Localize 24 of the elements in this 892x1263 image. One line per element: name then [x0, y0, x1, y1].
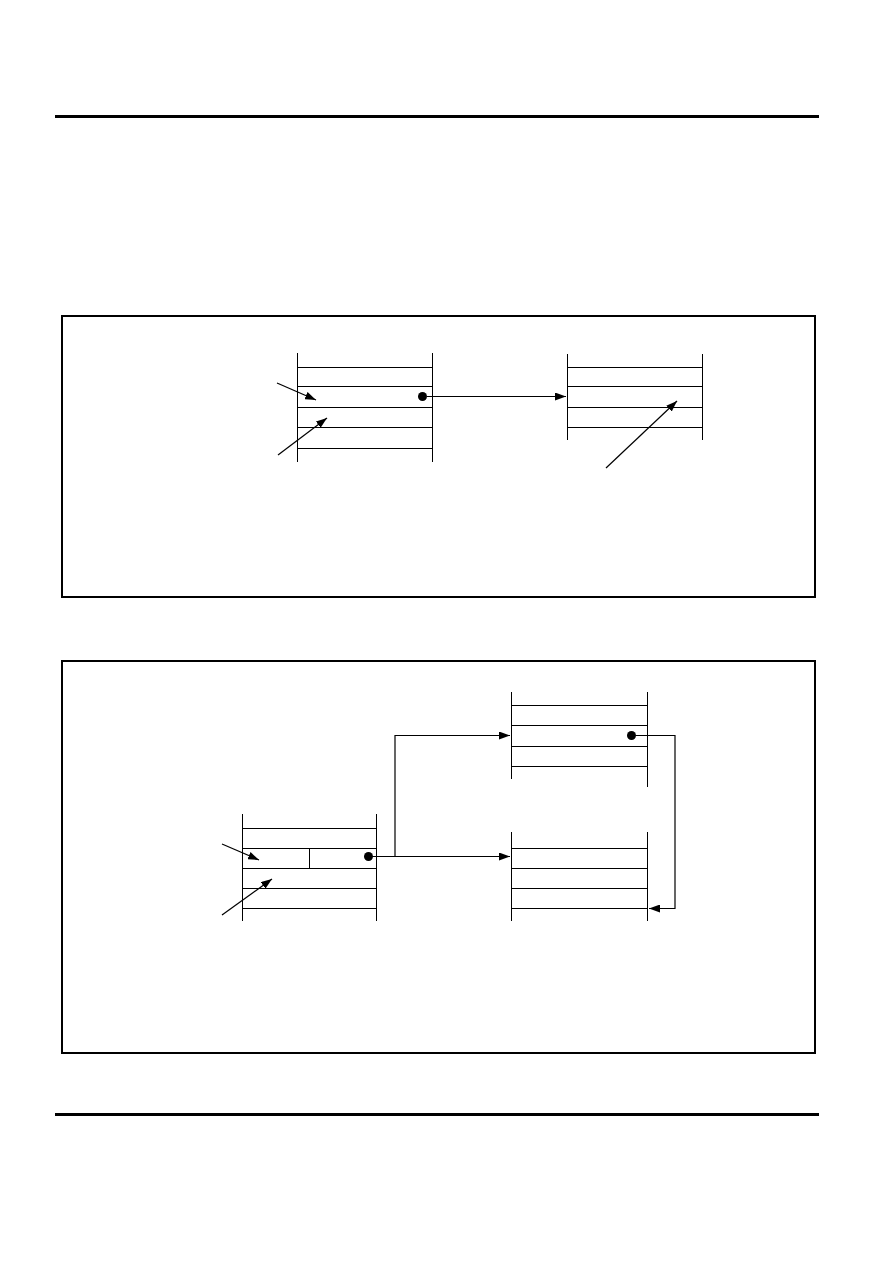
stack-row [567, 386, 703, 408]
leader-arrow [221, 878, 273, 916]
dot-icon [363, 852, 373, 861]
memory-stack [511, 692, 648, 787]
figure-frame [61, 315, 816, 598]
memory-stack [511, 832, 648, 921]
stack-row [511, 725, 648, 747]
memory-stack [567, 354, 703, 440]
stack-row [297, 386, 433, 408]
leader-arrow [605, 400, 678, 469]
arrow [371, 852, 511, 861]
figure-frame [61, 660, 816, 1054]
dot-icon [626, 731, 636, 740]
stack-row [511, 848, 648, 869]
dot-icon [418, 392, 427, 401]
memory-stack [297, 353, 433, 462]
stack-row [242, 848, 310, 869]
leader-arrow [277, 417, 328, 456]
arrow [426, 392, 567, 401]
leader-arrow [276, 382, 317, 401]
leader-arrow [221, 843, 260, 861]
memory-stack [242, 814, 377, 921]
stack-row [310, 848, 377, 869]
arrow [634, 734, 676, 913]
